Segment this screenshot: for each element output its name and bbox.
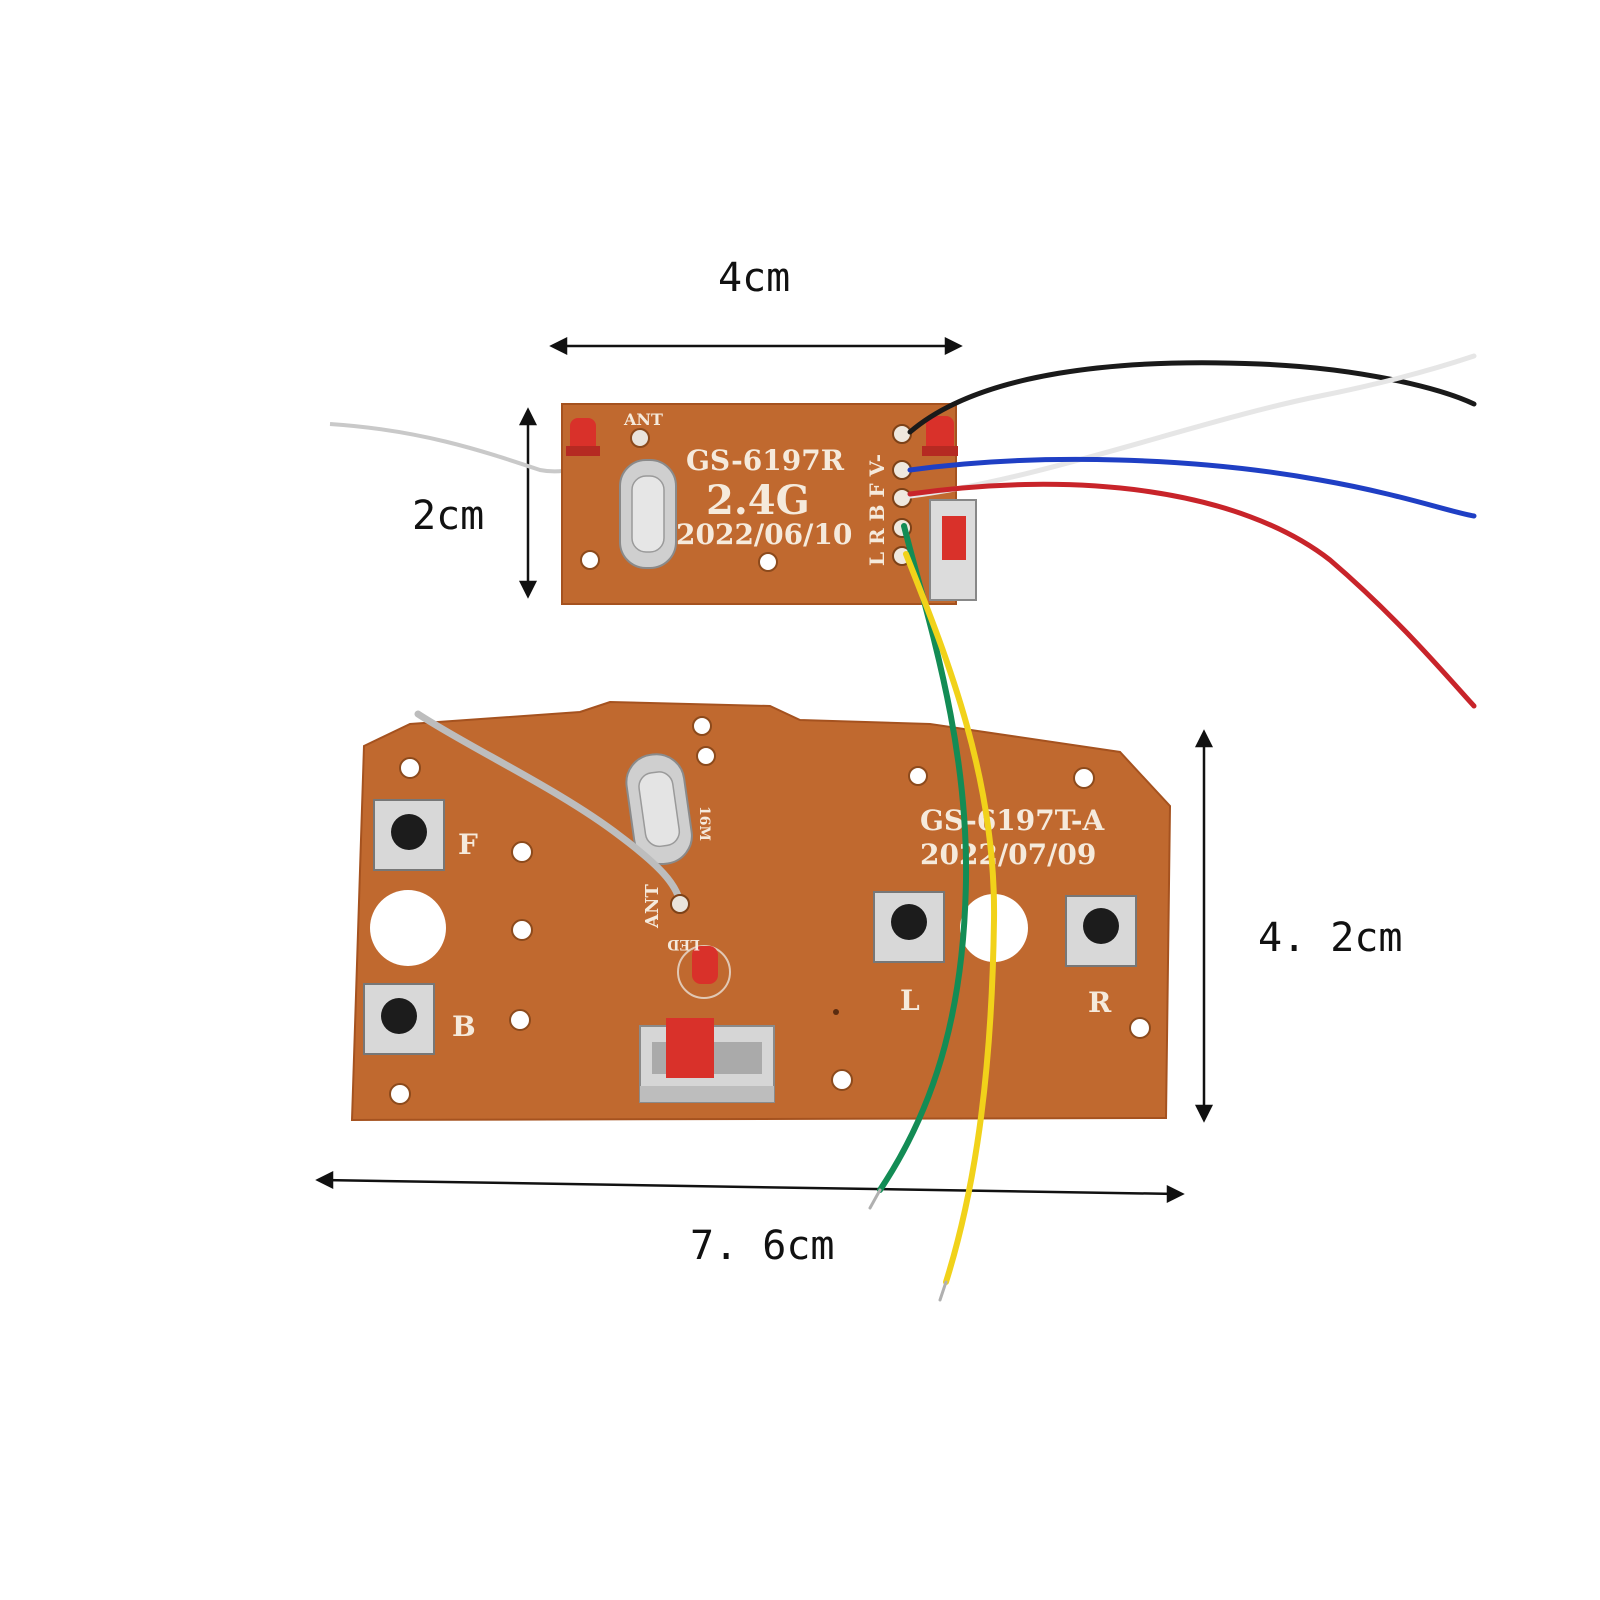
button-r-label: R — [1088, 986, 1112, 1019]
receiver-pin-pads — [892, 424, 912, 566]
button-f[interactable] — [373, 799, 445, 871]
receiver-wires — [907, 353, 1477, 709]
receiver-frequency: 2.4G — [706, 477, 810, 524]
button-b[interactable] — [363, 983, 435, 1055]
receiver-crystal-icon — [619, 459, 677, 569]
transmitter-led-icon — [677, 945, 731, 999]
receiver-switch-icon — [929, 499, 977, 601]
receiver-width-label: 4cm — [718, 255, 791, 301]
button-r[interactable] — [1065, 895, 1137, 967]
receiver-model: GS-6197R — [686, 444, 845, 477]
wire-red — [907, 481, 1477, 709]
button-l[interactable] — [873, 891, 945, 963]
transmitter-ant-label: ANT — [642, 884, 663, 929]
wire-black — [907, 360, 1477, 435]
button-f-label: F — [458, 828, 478, 861]
wire-yellow — [903, 551, 998, 1285]
button-b-label: B — [452, 1010, 476, 1043]
power-switch-icon — [639, 1018, 775, 1103]
transmitter-crystal-icon — [625, 753, 693, 866]
receiver-height-label: 2cm — [412, 493, 485, 539]
transmitter-crystal-label: 16M — [696, 806, 712, 841]
transmitter-date: 2022/07/09 — [920, 838, 1096, 871]
receiver-board: ANT GS-6197R 2.4G 2022/06/10 L R B F V- — [561, 403, 977, 605]
transmitter-model: GS-6197T-A — [920, 804, 1106, 837]
transmitter-led-label: LED — [667, 936, 700, 952]
transmitter-board: 16M ANT LED — [350, 700, 1172, 1122]
button-l-label: L — [900, 984, 920, 1017]
dimension-arrows — [315, 336, 1214, 1204]
receiver-led-2-icon — [922, 416, 958, 456]
receiver-date: 2022/06/10 — [676, 518, 852, 551]
receiver-ant-label: ANT — [623, 410, 663, 429]
transmitter-width-label: 7. 6cm — [690, 1223, 835, 1269]
wire-blue — [907, 456, 1477, 519]
transmitter-height-label: 4. 2cm — [1258, 915, 1403, 961]
wire-white — [907, 353, 1477, 499]
transmitter-wires — [868, 523, 998, 1302]
receiver-pin-labels: L R B F V- — [865, 454, 889, 566]
receiver-led-icon — [566, 418, 600, 456]
transmitter-antenna-wire — [414, 710, 684, 906]
